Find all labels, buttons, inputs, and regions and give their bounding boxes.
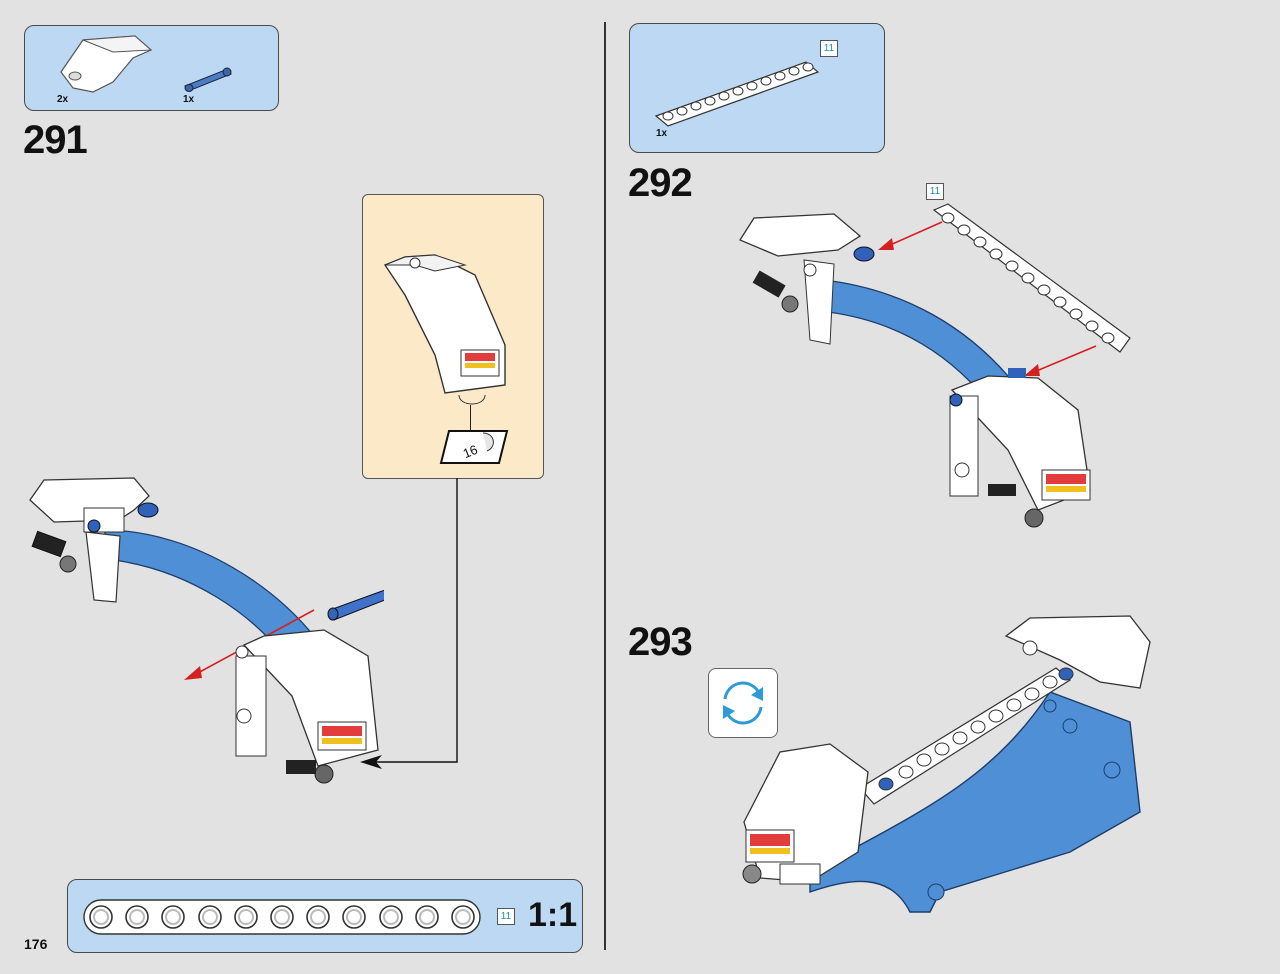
page-number: 176 [24,936,48,952]
beam-length-badge: 11 [820,40,838,57]
scale-ruler-box: 11 1:1 [67,879,583,953]
step-293-assembly-illustration [742,615,1151,913]
beam-1-1-scale-icon [83,899,481,935]
rotate-arrows-icon [723,681,763,725]
part-qty-panel: 2x [57,94,69,105]
step-292-assembly-illustration [739,203,1131,528]
step-292-parts-box: 11 1x [629,23,885,153]
step-number-292: 292 [628,161,693,205]
step-291-parts-box: 2x 1x [24,25,279,111]
part-qty-pin: 1x [183,94,195,105]
part-qty-beam: 1x [656,128,668,139]
rotate-model-icon [708,668,778,738]
page-divider [604,22,606,950]
blue-axle-pin-icon [183,67,233,92]
sticker-icon [439,430,509,464]
white-beam-11-icon [654,61,820,127]
white-curved-panel-with-sticker-icon [383,254,506,405]
step-number-293: 293 [628,620,693,664]
step-number-291: 291 [23,118,88,162]
scale-length-badge: 11 [497,908,515,925]
sticker-callout-box: 16 [362,194,544,479]
white-curved-panel-icon [60,35,153,93]
step-292-beam-length-badge: 11 [926,183,944,200]
scale-label: 1:1 [528,896,578,934]
step-291-assembly-illustration [29,477,384,784]
callout-connector-arrow [360,478,458,769]
callout-leader-line [470,405,471,441]
